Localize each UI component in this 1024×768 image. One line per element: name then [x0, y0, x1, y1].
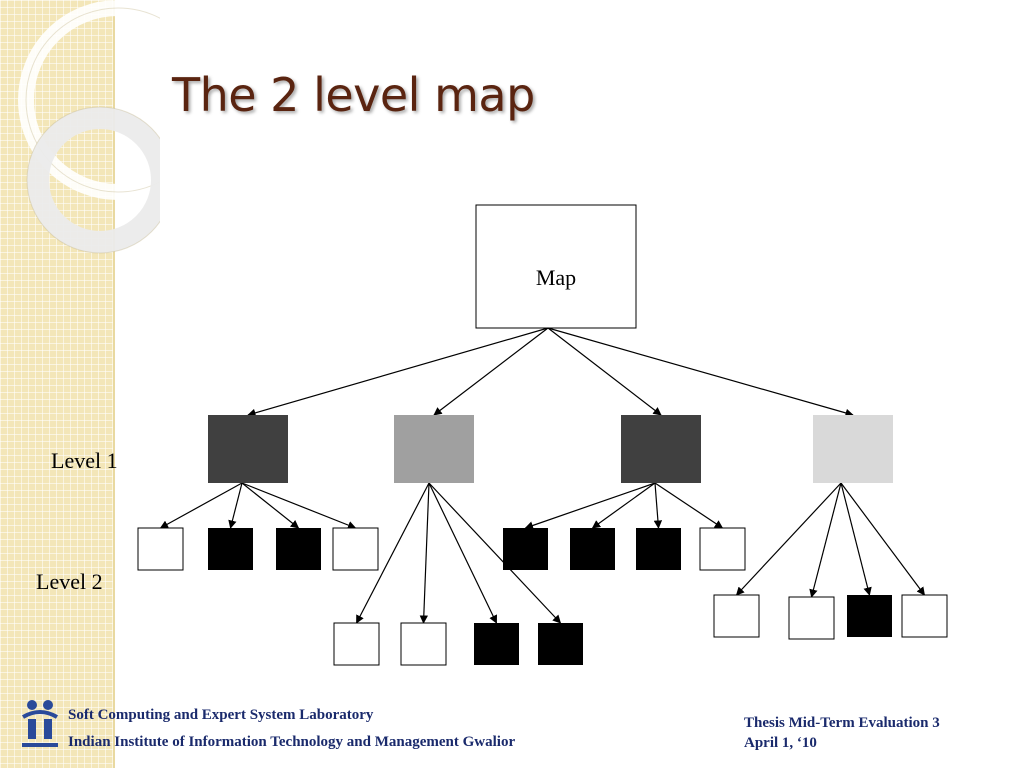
edge-level1-4-to-level2-1	[735, 482, 842, 596]
institute-logo	[21, 700, 59, 747]
edge-level1-1-to-level2-3	[241, 482, 300, 529]
edge-root-to-level1-3	[547, 327, 662, 416]
level2-node-1-2	[208, 528, 253, 570]
level2-node-3-3	[636, 528, 681, 570]
level2-node-4-4	[901, 594, 948, 638]
level2-node-3-1	[503, 528, 548, 570]
decor-ring-upper-edge	[25, 7, 160, 193]
edge-root-to-level1-2	[433, 327, 549, 416]
edge-level1-3-to-level2-3	[653, 482, 663, 529]
level2-node-2-3	[474, 623, 519, 665]
edge-level1-4-to-level2-3	[840, 482, 872, 596]
edge-level1-2-to-level2-3	[428, 482, 498, 624]
edge-level1-1-to-level2-4	[241, 482, 357, 530]
level1-node-1	[208, 415, 288, 483]
level-2-label: Level 2	[36, 569, 103, 594]
level2-node-4-3	[847, 595, 892, 637]
level2-node-4-2	[788, 596, 835, 640]
edge-level1-2-to-level2-2	[419, 482, 430, 624]
level2-node-2-1	[333, 622, 380, 666]
level2-node-2-2	[400, 622, 447, 666]
side-strip-edge	[113, 0, 115, 768]
logo-base	[22, 743, 58, 747]
decorative-rings	[18, 0, 160, 254]
decor-ring-lower	[27, 107, 160, 253]
level2-node-3-4	[699, 527, 746, 571]
edge-level1-1-to-level2-2	[228, 482, 243, 529]
level2-node-4-1	[713, 594, 760, 638]
level2-node-1-4	[332, 527, 379, 571]
level2-node-3-2	[570, 528, 615, 570]
level1-node-2	[394, 415, 474, 483]
root-node-box	[475, 204, 637, 329]
slide-title: The 2 level map	[172, 68, 535, 122]
edge-root-to-level1-4	[547, 327, 854, 417]
footer-date: April 1, ‘10	[744, 735, 817, 751]
level1-node-4	[813, 415, 893, 483]
edge-root-to-level1-1	[247, 327, 549, 417]
level2-node-2-4	[538, 623, 583, 665]
diagram-nodes	[137, 415, 948, 666]
logo-dot-left	[27, 700, 37, 710]
edge-level1-3-to-level2-4	[654, 482, 724, 529]
edge-level1-1-to-level2-1	[159, 482, 243, 529]
footer-institute-name: Indian Institute of Information Technolo…	[68, 734, 516, 750]
logo-bar-left	[28, 719, 36, 739]
logo-bar-right	[44, 719, 52, 739]
level-1-label: Level 1	[51, 448, 118, 473]
logo-arch	[21, 710, 59, 719]
edge-level1-4-to-level2-2	[809, 482, 842, 598]
edge-level1-3-to-level2-1	[524, 482, 656, 530]
edge-level1-2-to-level2-1	[355, 482, 430, 624]
edge-level1-2-to-level2-4	[428, 482, 562, 624]
footer-lab-name: Soft Computing and Expert System Laborat…	[68, 707, 374, 723]
decor-ring-lower-edge	[26, 106, 160, 254]
footer-evaluation: Thesis Mid-Term Evaluation 3	[744, 715, 940, 731]
edge-level1-3-to-level2-2	[591, 482, 656, 529]
level2-node-1-3	[276, 528, 321, 570]
decor-ring-upper	[18, 0, 160, 200]
logo-dot-right	[43, 700, 53, 710]
root-node-label: Map	[536, 265, 576, 290]
edge-level1-4-to-level2-4	[840, 482, 926, 596]
level2-node-1-1	[137, 527, 184, 571]
level1-node-3	[621, 415, 701, 483]
diagram-edges	[159, 327, 926, 624]
